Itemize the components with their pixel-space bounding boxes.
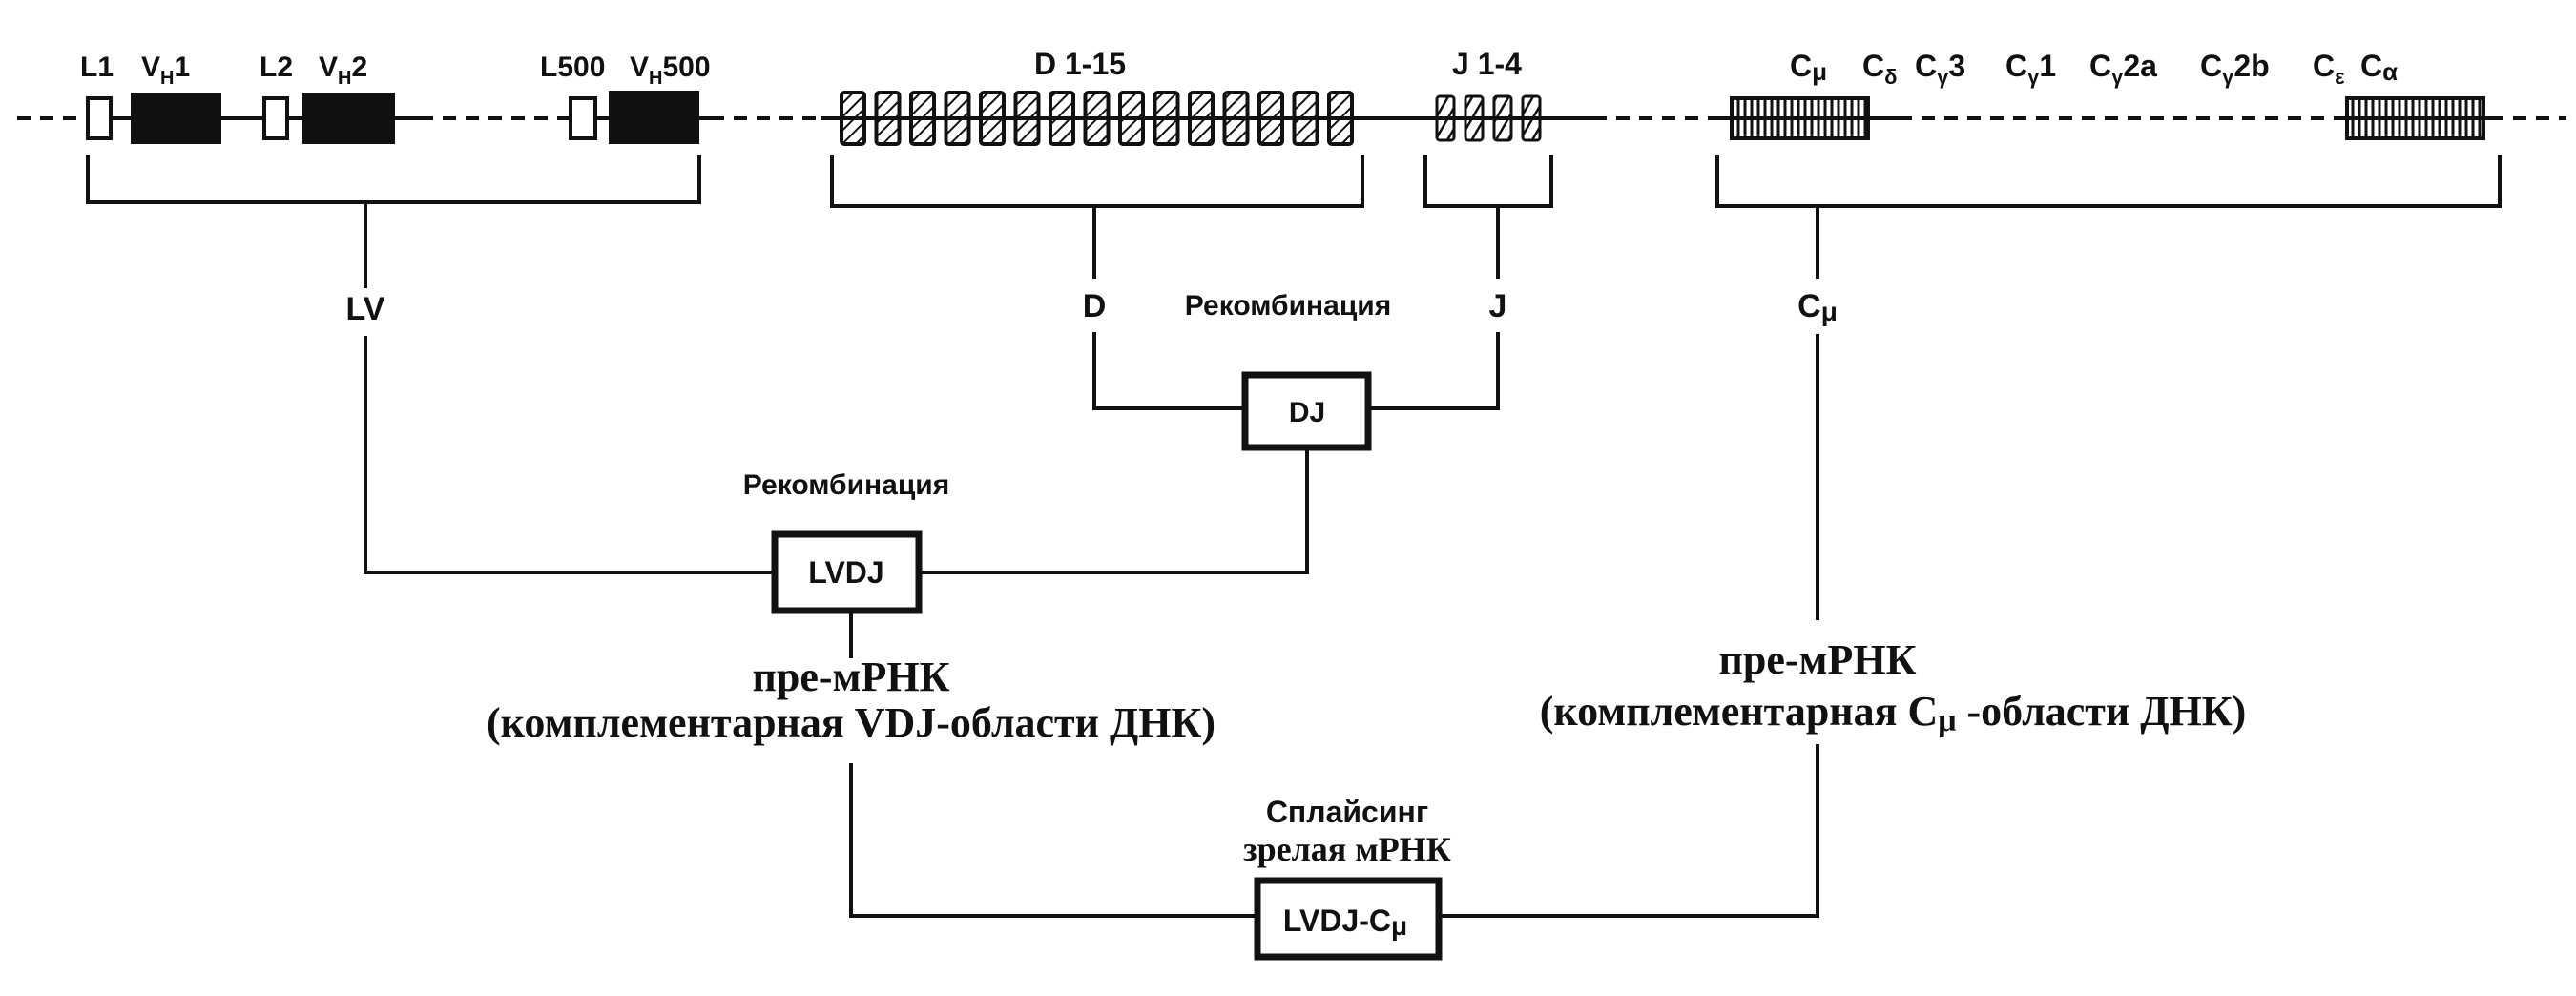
d-region-label: D 1-15 bbox=[1034, 47, 1126, 81]
vh1-box bbox=[131, 93, 221, 144]
d-segment-box bbox=[1049, 91, 1075, 146]
leader-1-box bbox=[86, 96, 113, 140]
c-alpha-label: Cα bbox=[2360, 49, 2398, 86]
premrna-c-title: пре-мРНК bbox=[1719, 636, 1917, 683]
premrna-vdj-title: пре-мРНК bbox=[753, 654, 950, 700]
d-segment-box bbox=[874, 91, 902, 146]
splicing-label: Сплайсинг bbox=[1266, 795, 1428, 829]
vh1-label: VH1 bbox=[141, 52, 190, 89]
d-segment-box bbox=[1013, 91, 1041, 146]
d-segment-box bbox=[1188, 91, 1215, 146]
vh500-label: VH500 bbox=[630, 52, 711, 89]
lvdj-box bbox=[771, 530, 923, 614]
j-segment-box bbox=[1521, 94, 1542, 142]
c-mu-delta-box bbox=[1730, 96, 1870, 140]
vh2-box bbox=[302, 93, 395, 144]
j-segment-box bbox=[1492, 94, 1513, 142]
c-delta-label: Cδ bbox=[1862, 49, 1897, 89]
leader-2-label: L2 bbox=[260, 52, 293, 83]
recombination-lvdj-label: Рекомбинация bbox=[743, 469, 949, 501]
dj-box-label: DJ bbox=[1289, 397, 1325, 428]
vh500-box bbox=[609, 91, 699, 144]
c-epsilon-label: Cε bbox=[2313, 49, 2345, 89]
leader-1-label: L1 bbox=[80, 52, 114, 83]
c-segment-group bbox=[1730, 96, 2485, 140]
leader-2-box bbox=[262, 96, 289, 140]
c-gamma2a-label: Cγ2a bbox=[2089, 49, 2157, 89]
d-label: D bbox=[1083, 288, 1107, 324]
d-segment-box bbox=[1257, 91, 1284, 146]
c-gamma3-label: Cγ3 bbox=[1915, 49, 1965, 89]
d-segment-box bbox=[1327, 91, 1354, 146]
leader-500-label: L500 bbox=[540, 52, 605, 83]
d-segment-group bbox=[840, 91, 1354, 146]
j-region-label: J 1-4 bbox=[1452, 47, 1522, 81]
lv-label: LV bbox=[346, 291, 385, 327]
leader-500-box bbox=[569, 96, 597, 140]
d-segment-box bbox=[1222, 91, 1250, 146]
d-region-bracket bbox=[830, 155, 1364, 208]
v-segment-group bbox=[86, 91, 699, 144]
j-region-bracket bbox=[1423, 155, 1553, 208]
final-mrna-box bbox=[1254, 877, 1443, 961]
d-segment-box bbox=[1083, 91, 1111, 146]
mature-mrna-label: зрелая мРНК bbox=[1243, 830, 1451, 868]
c-mu-label: Cμ bbox=[1790, 49, 1827, 86]
premrna-vdj-description: (комплементарная VDJ-области ДНК) bbox=[487, 699, 1215, 746]
d-segment-box bbox=[1292, 91, 1319, 146]
c-gamma2b-label: Cγ2b bbox=[2200, 49, 2270, 89]
lvdj-box-label: LVDJ bbox=[808, 555, 883, 590]
d-segment-box bbox=[1118, 91, 1145, 146]
c-mu-segment-label: Cμ bbox=[1797, 288, 1838, 326]
vh2-label: VH2 bbox=[319, 52, 367, 89]
v-region-bracket bbox=[86, 155, 701, 204]
d-segment-box bbox=[840, 91, 866, 146]
c-region-bracket bbox=[1715, 155, 2502, 208]
d-segment-box bbox=[1153, 91, 1180, 146]
connector-lines bbox=[364, 202, 1819, 918]
d-segment-box bbox=[944, 91, 971, 146]
recombination-dj-label: Рекомбинация bbox=[1185, 290, 1391, 322]
j-label: J bbox=[1489, 288, 1507, 324]
c-gamma1-label: Cγ1 bbox=[2005, 49, 2056, 89]
premrna-c-description: (комплементарная Cμ -области ДНК) bbox=[1540, 688, 2247, 738]
constant-labels: Cμ Cδ Cγ3 Cγ1 Cγ2a Cγ2b Cε Cα bbox=[1790, 49, 2398, 89]
d-segment-box bbox=[979, 91, 1006, 146]
c-epsilon-alpha-box bbox=[2345, 96, 2485, 140]
final-mrna-box-label: LVDJ-Cμ bbox=[1283, 903, 1407, 941]
d-segment-box bbox=[909, 91, 936, 146]
j-segment-box bbox=[1435, 94, 1456, 142]
j-segment-group bbox=[1435, 94, 1542, 142]
j-segment-box bbox=[1464, 94, 1485, 142]
dj-box bbox=[1241, 371, 1372, 451]
